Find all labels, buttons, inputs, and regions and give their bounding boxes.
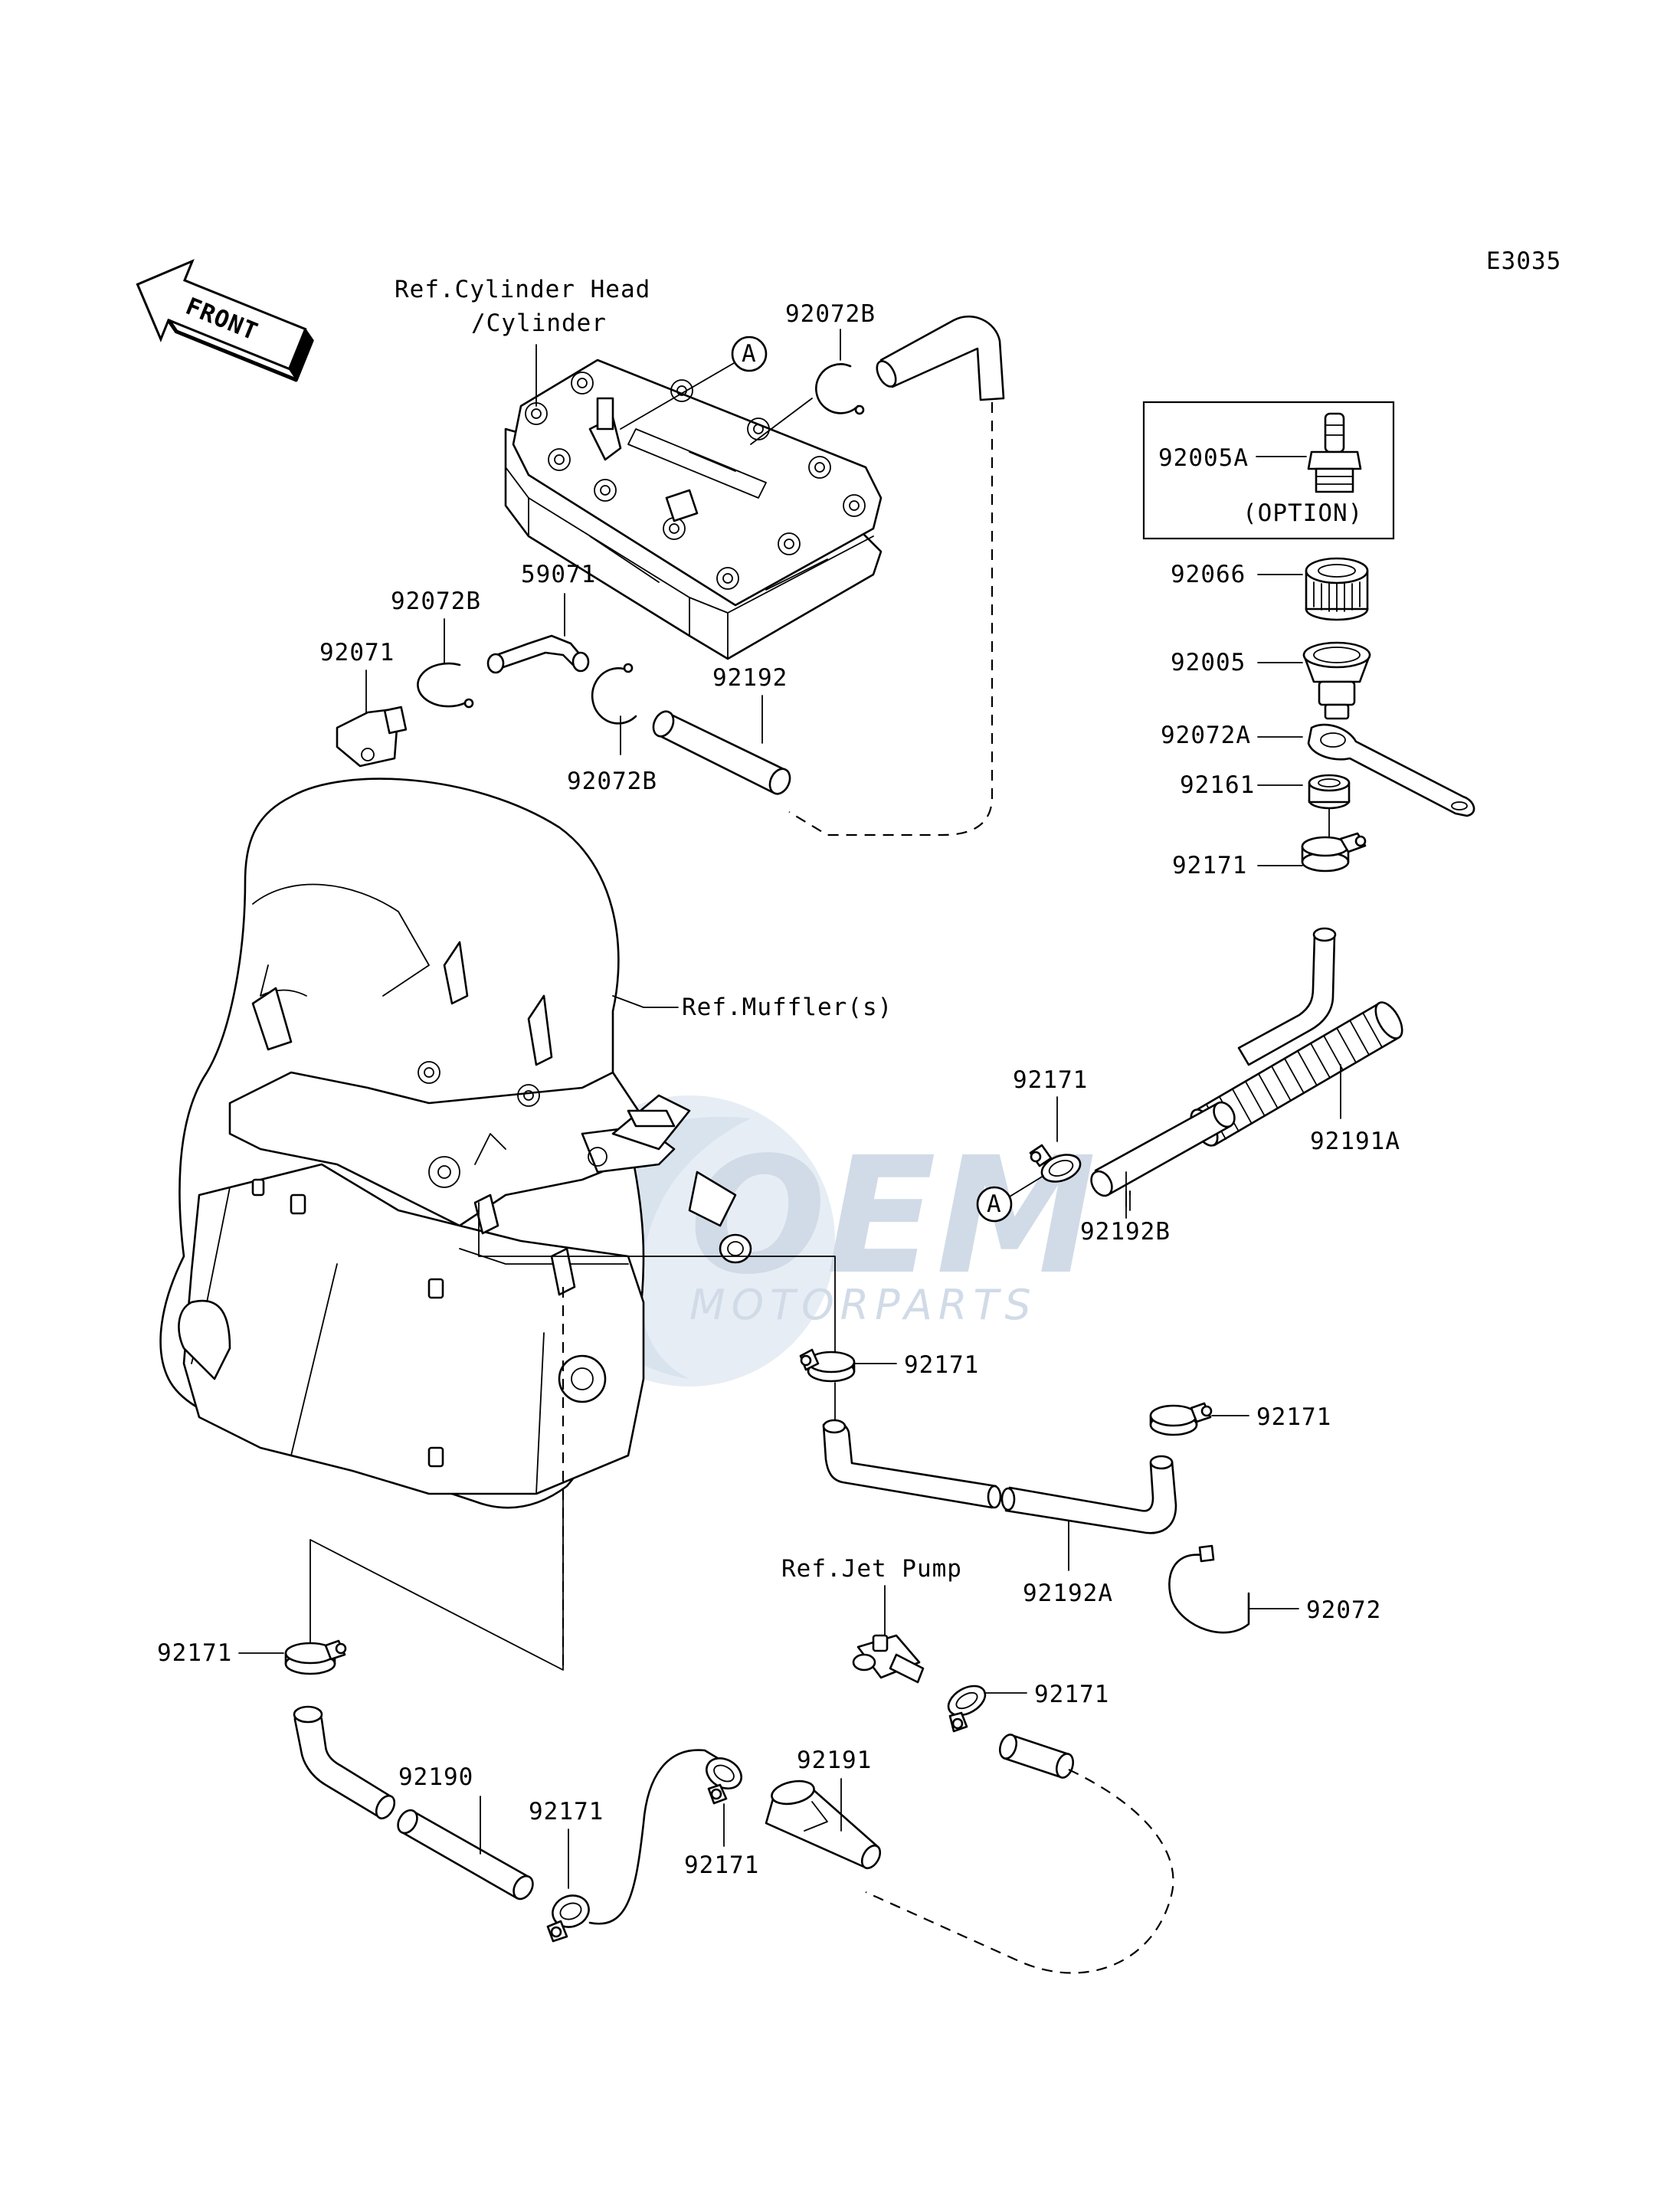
muffler bbox=[159, 778, 752, 1509]
hose-right-bent bbox=[1237, 927, 1337, 1066]
clamp-92171-top-right bbox=[1301, 832, 1367, 873]
hose-top bbox=[876, 316, 1005, 401]
part-92191: 92191 bbox=[797, 1747, 872, 1774]
part-92171-right: 92171 bbox=[1256, 1403, 1331, 1431]
clamp-92171-jetpump bbox=[947, 1685, 987, 1733]
part-92072: 92072 bbox=[1306, 1596, 1381, 1624]
clip-92072B-top bbox=[815, 363, 865, 415]
jet-pump-fitting bbox=[852, 1634, 925, 1684]
part-92171-mid: 92171 bbox=[1013, 1066, 1088, 1094]
pipe-59071 bbox=[486, 634, 590, 674]
clip-92072 bbox=[1168, 1544, 1250, 1634]
part-92171-center: 92171 bbox=[904, 1351, 979, 1379]
diagram-id: E3035 bbox=[1486, 247, 1561, 275]
part-92072B-bottom: 92072B bbox=[567, 768, 657, 795]
callout-a-top: A bbox=[620, 336, 768, 430]
cylinder-head bbox=[504, 359, 883, 660]
fitting-92005A bbox=[1307, 412, 1362, 493]
clamp-92171-mid bbox=[1029, 1144, 1082, 1183]
part-92192: 92192 bbox=[712, 664, 788, 692]
clip-92072B-bottom bbox=[591, 663, 637, 725]
hose-92191 bbox=[765, 1780, 882, 1870]
part-92071: 92071 bbox=[319, 639, 395, 666]
option-note: (OPTION) bbox=[1243, 499, 1363, 527]
clamp-92171-bottom-left bbox=[546, 1894, 590, 1943]
part-59071: 59071 bbox=[521, 561, 596, 588]
ref-muffler-label: Ref.Muffler(s) bbox=[682, 994, 892, 1021]
part-92161: 92161 bbox=[1180, 771, 1255, 799]
part-92072A: 92072A bbox=[1161, 722, 1251, 749]
part-92171-bottom-mid: 92171 bbox=[684, 1852, 759, 1879]
part-92005A: 92005A bbox=[1158, 444, 1249, 472]
front-arrow-icon: FRONT bbox=[136, 259, 314, 382]
fitting-92005 bbox=[1302, 641, 1371, 720]
clamp-92171-left bbox=[284, 1639, 347, 1675]
cap-92066 bbox=[1305, 557, 1369, 621]
ref-cylinder-label: /Cylinder bbox=[471, 309, 607, 337]
part-92192B: 92192B bbox=[1080, 1218, 1171, 1246]
strap-92072A bbox=[1307, 723, 1475, 817]
part-92192A: 92192A bbox=[1023, 1580, 1113, 1607]
hose-bottom-left-bent bbox=[293, 1705, 396, 1820]
watermark-brand: OEM bbox=[689, 1122, 1096, 1310]
svg-text:A: A bbox=[987, 1190, 1002, 1218]
svg-text:A: A bbox=[742, 340, 757, 368]
hose-jetpump-short bbox=[998, 1734, 1075, 1779]
ref-cylinder-head-label: Ref.Cylinder Head bbox=[395, 276, 650, 303]
part-92171-bottom-left: 92171 bbox=[529, 1798, 604, 1825]
part-92191A: 92191A bbox=[1310, 1128, 1400, 1155]
clamp-92171-center bbox=[799, 1348, 856, 1383]
grommet-92161 bbox=[1308, 774, 1351, 840]
callout-a-right: A bbox=[976, 1175, 1044, 1223]
clip-92072B-left bbox=[417, 662, 474, 709]
watermark-sub: MOTORPARTS bbox=[689, 1281, 1037, 1329]
hose-92192B bbox=[1090, 1101, 1236, 1197]
hose-92192A bbox=[1000, 1455, 1177, 1534]
plug-92071 bbox=[336, 706, 408, 768]
part-92072B-left: 92072B bbox=[391, 588, 481, 615]
part-92171-top-right: 92171 bbox=[1172, 852, 1247, 879]
hose-92190 bbox=[397, 1809, 534, 1901]
part-92171-jetpump: 92171 bbox=[1034, 1681, 1109, 1708]
part-92066: 92066 bbox=[1171, 561, 1246, 588]
part-92190: 92190 bbox=[398, 1763, 473, 1791]
part-92171-left: 92171 bbox=[157, 1639, 232, 1667]
clamp-92171-bottom-mid bbox=[706, 1757, 742, 1805]
part-92005: 92005 bbox=[1171, 649, 1246, 676]
hose-92192 bbox=[652, 710, 791, 795]
ref-jet-pump-label: Ref.Jet Pump bbox=[781, 1555, 962, 1583]
part-92072B-top: 92072B bbox=[785, 300, 876, 328]
option-box: 92005A (OPTION) bbox=[1142, 401, 1395, 540]
clamp-92171-right bbox=[1149, 1402, 1213, 1436]
hose-center-long bbox=[822, 1419, 1002, 1509]
